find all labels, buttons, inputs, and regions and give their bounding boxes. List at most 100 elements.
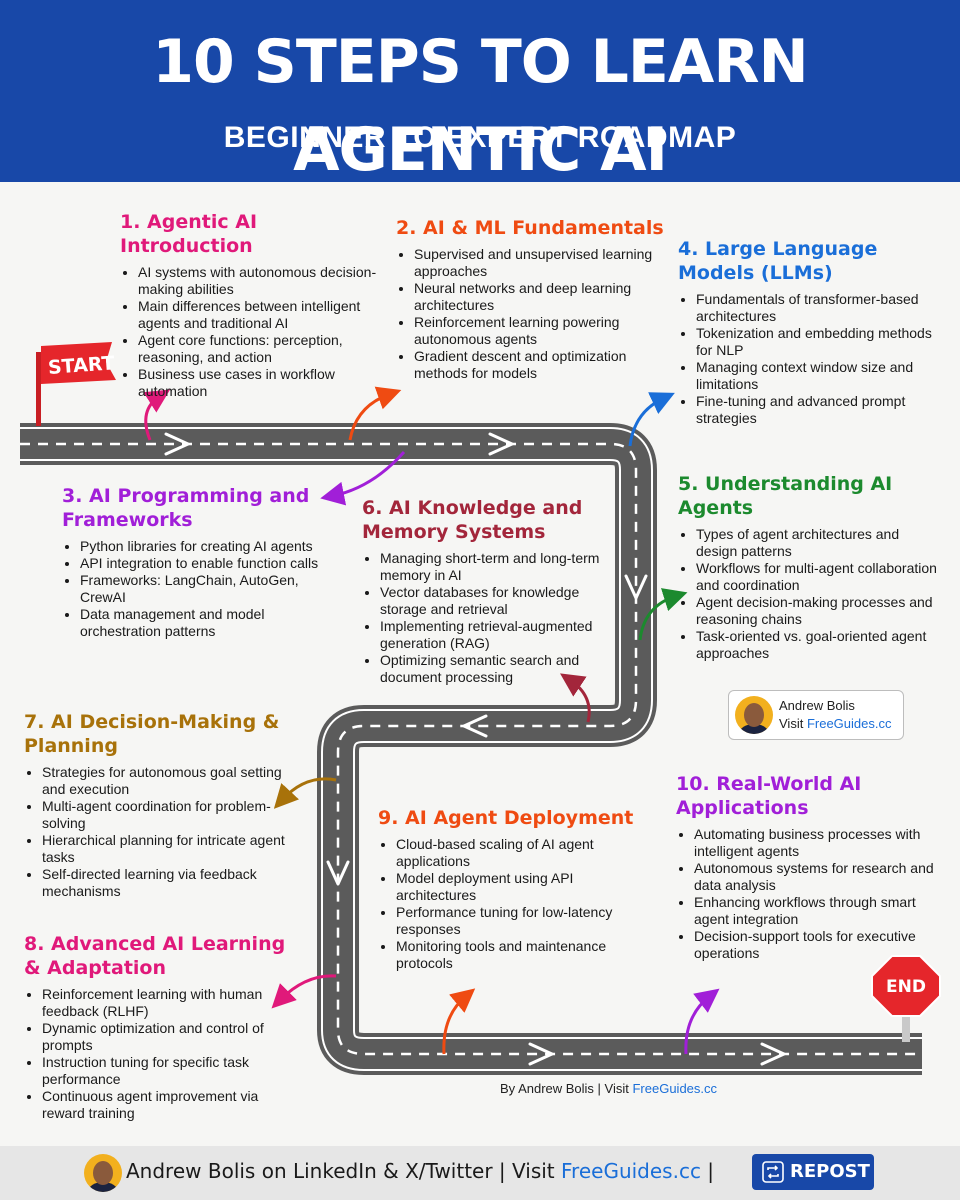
footer-avatar — [84, 1154, 122, 1192]
step-2-bullet: Supervised and unsupervised learning app… — [414, 246, 668, 280]
step-6-bullet: Optimizing semantic search and document … — [380, 652, 612, 686]
page-subtitle: BEGINNER TO EXPERT ROADMAP — [223, 121, 737, 154]
step-7-bullet: Multi-agent coordination for problem-sol… — [42, 798, 294, 832]
step-1-bullet: Main differences between intelligent age… — [138, 298, 390, 332]
direction-arrow-icon — [326, 860, 350, 886]
road-center-line — [20, 442, 922, 1056]
direction-arrow-icon — [462, 714, 488, 738]
end-sign-label: END — [886, 977, 926, 997]
step-1-bullet: Agent core functions: perception, reason… — [138, 332, 390, 366]
start-sign-label: START — [47, 352, 115, 379]
step-7-pointer-icon — [273, 777, 337, 809]
step-9-title: 9. AI Agent Deployment — [378, 807, 634, 829]
step-5-title: 5. Understanding AI Agents — [678, 473, 893, 519]
step-5-bullet: Task-oriented vs. goal-oriented agent ap… — [696, 628, 944, 662]
step-7-bullet: Strategies for autonomous goal setting a… — [42, 764, 294, 798]
step-7-bullets: Strategies for autonomous goal setting a… — [24, 764, 294, 900]
footer-bar: Andrew Bolis on LinkedIn & X/Twitter | V… — [0, 1146, 960, 1200]
step-8-pointer-icon — [271, 974, 337, 1009]
step-9-bullet: Monitoring tools and maintenance protoco… — [396, 938, 640, 972]
step-7-title: 7. AI Decision-Making & Planning — [24, 711, 280, 757]
footer-text: Andrew Bolis on LinkedIn & X/Twitter | V… — [126, 1159, 715, 1183]
step-1-title: 1. Agentic AI Introduction — [120, 211, 258, 257]
step-3-pointer-icon — [320, 451, 406, 506]
step-10-bullet: Autonomous systems for research and data… — [694, 860, 942, 894]
byline-link[interactable]: FreeGuides.cc — [632, 1081, 718, 1096]
header-banner: 10 STEPS TO LEARN AGENTIC AI BEGINNER TO… — [0, 0, 960, 185]
step-2-bullets: Supervised and unsupervised learning app… — [396, 246, 668, 382]
step-1-pointer-icon — [143, 389, 171, 441]
step-1-bullet: Business use cases in workflow automatio… — [138, 366, 390, 400]
step-5-bullet: Agent decision-making processes and reas… — [696, 594, 944, 628]
step-10: 10. Real-World AI Applications Automatin… — [676, 772, 942, 962]
repost-button[interactable]: REPOST — [752, 1154, 874, 1190]
step-6-bullets: Managing short-term and long-term memory… — [362, 550, 612, 686]
step-8-bullet: Continuous agent improvement via reward … — [42, 1088, 294, 1122]
author-link[interactable]: FreeGuides.cc — [806, 716, 892, 731]
step-9-bullet: Model deployment using API architectures — [396, 870, 640, 904]
step-2: 2. AI & ML Fundamentals Supervised and u… — [396, 216, 668, 382]
step-4-title: 4. Large Language Models (LLMs) — [678, 238, 878, 284]
repost-label: REPOST — [790, 1161, 870, 1182]
step-6: 6. AI Knowledge and Memory Systems Manag… — [362, 496, 612, 686]
step-2-pointer-icon — [348, 386, 402, 441]
start-flag-icon: START — [36, 342, 116, 426]
author-visit: Visit FreeGuides.cc — [779, 716, 892, 731]
step-10-bullet: Decision-support tools for executive ope… — [694, 928, 942, 962]
direction-arrow-icon — [624, 574, 648, 600]
step-5-bullet: Types of agent architectures and design … — [696, 526, 944, 560]
step-7-bullet: Self-directed learning via feedback mech… — [42, 866, 294, 900]
step-8-bullet: Dynamic optimization and control of prom… — [42, 1020, 294, 1054]
step-3-bullet: API integration to enable function calls — [80, 555, 332, 572]
step-2-title: 2. AI & ML Fundamentals — [396, 217, 664, 239]
step-9-bullet: Performance tuning for low-latency respo… — [396, 904, 640, 938]
step-5-bullet: Workflows for multi-agent collaboration … — [696, 560, 944, 594]
step-3-bullet: Python libraries for creating AI agents — [80, 538, 332, 555]
step-5-bullets: Types of agent architectures and design … — [678, 526, 944, 662]
author-name: Andrew Bolis — [779, 698, 855, 713]
step-5: 5. Understanding AI Agents Types of agen… — [678, 472, 944, 662]
roadmap-road: START END — [20, 342, 941, 1075]
step-6-bullet: Vector databases for knowledge storage a… — [380, 584, 612, 618]
step-6-bullet: Managing short-term and long-term memory… — [380, 550, 612, 584]
step-4-bullet: Fine-tuning and advanced prompt strategi… — [696, 393, 944, 427]
step-1-bullets: AI systems with autonomous decision-maki… — [120, 264, 390, 400]
step-8: 8. Advanced AI Learning & Adaptation Rei… — [24, 932, 294, 1122]
direction-arrow-icon — [528, 1042, 554, 1066]
step-5-pointer-icon — [638, 588, 688, 641]
step-3: 3. AI Programming and Frameworks Python … — [62, 484, 332, 640]
author-card[interactable]: Andrew Bolis Visit FreeGuides.cc — [728, 690, 904, 740]
step-2-bullet: Neural networks and deep learning archit… — [414, 280, 668, 314]
step-9-bullet: Cloud-based scaling of AI agent applicat… — [396, 836, 640, 870]
step-7: 7. AI Decision-Making & Planning Strateg… — [24, 710, 294, 900]
page-title: 10 STEPS TO LEARN AGENTIC AI — [152, 27, 808, 185]
step-7-bullet: Hierarchical planning for intricate agen… — [42, 832, 294, 866]
step-10-title: 10. Real-World AI Applications — [676, 773, 862, 819]
step-4-pointer-icon — [628, 392, 675, 447]
byline: By Andrew Bolis | Visit FreeGuides.cc — [500, 1081, 718, 1096]
direction-arrow-icon — [164, 432, 190, 456]
step-6-bullet: Implementing retrieval-augmented generat… — [380, 618, 612, 652]
step-1-bullet: AI systems with autonomous decision-maki… — [138, 264, 390, 298]
step-4-bullets: Fundamentals of transformer-based archit… — [678, 291, 944, 427]
step-4-bullet: Managing context window size and limitat… — [696, 359, 944, 393]
step-4-bullet: Fundamentals of transformer-based archit… — [696, 291, 944, 325]
direction-arrow-icon — [488, 432, 514, 456]
end-sign-icon: END — [871, 955, 941, 1042]
step-6-pointer-icon — [560, 673, 591, 723]
step-9: 9. AI Agent Deployment Cloud-based scali… — [378, 806, 640, 972]
step-10-pointer-icon — [684, 988, 720, 1055]
step-3-bullet: Data management and model orchestration … — [80, 606, 332, 640]
step-8-bullet: Instruction tuning for specific task per… — [42, 1054, 294, 1088]
step-10-bullet: Automating business processes with intel… — [694, 826, 942, 860]
footer-link[interactable]: FreeGuides.cc — [561, 1159, 701, 1183]
repost-icon — [762, 1161, 784, 1183]
step-3-title: 3. AI Programming and Frameworks — [62, 485, 310, 531]
step-4-bullet: Tokenization and embedding methods for N… — [696, 325, 944, 359]
avatar — [735, 696, 773, 734]
step-10-bullet: Enhancing workflows through smart agent … — [694, 894, 942, 928]
step-9-pointer-icon — [442, 988, 476, 1055]
step-10-bullets: Automating business processes with intel… — [676, 826, 942, 962]
step-9-bullets: Cloud-based scaling of AI agent applicat… — [378, 836, 640, 972]
step-2-bullet: Gradient descent and optimization method… — [414, 348, 668, 382]
